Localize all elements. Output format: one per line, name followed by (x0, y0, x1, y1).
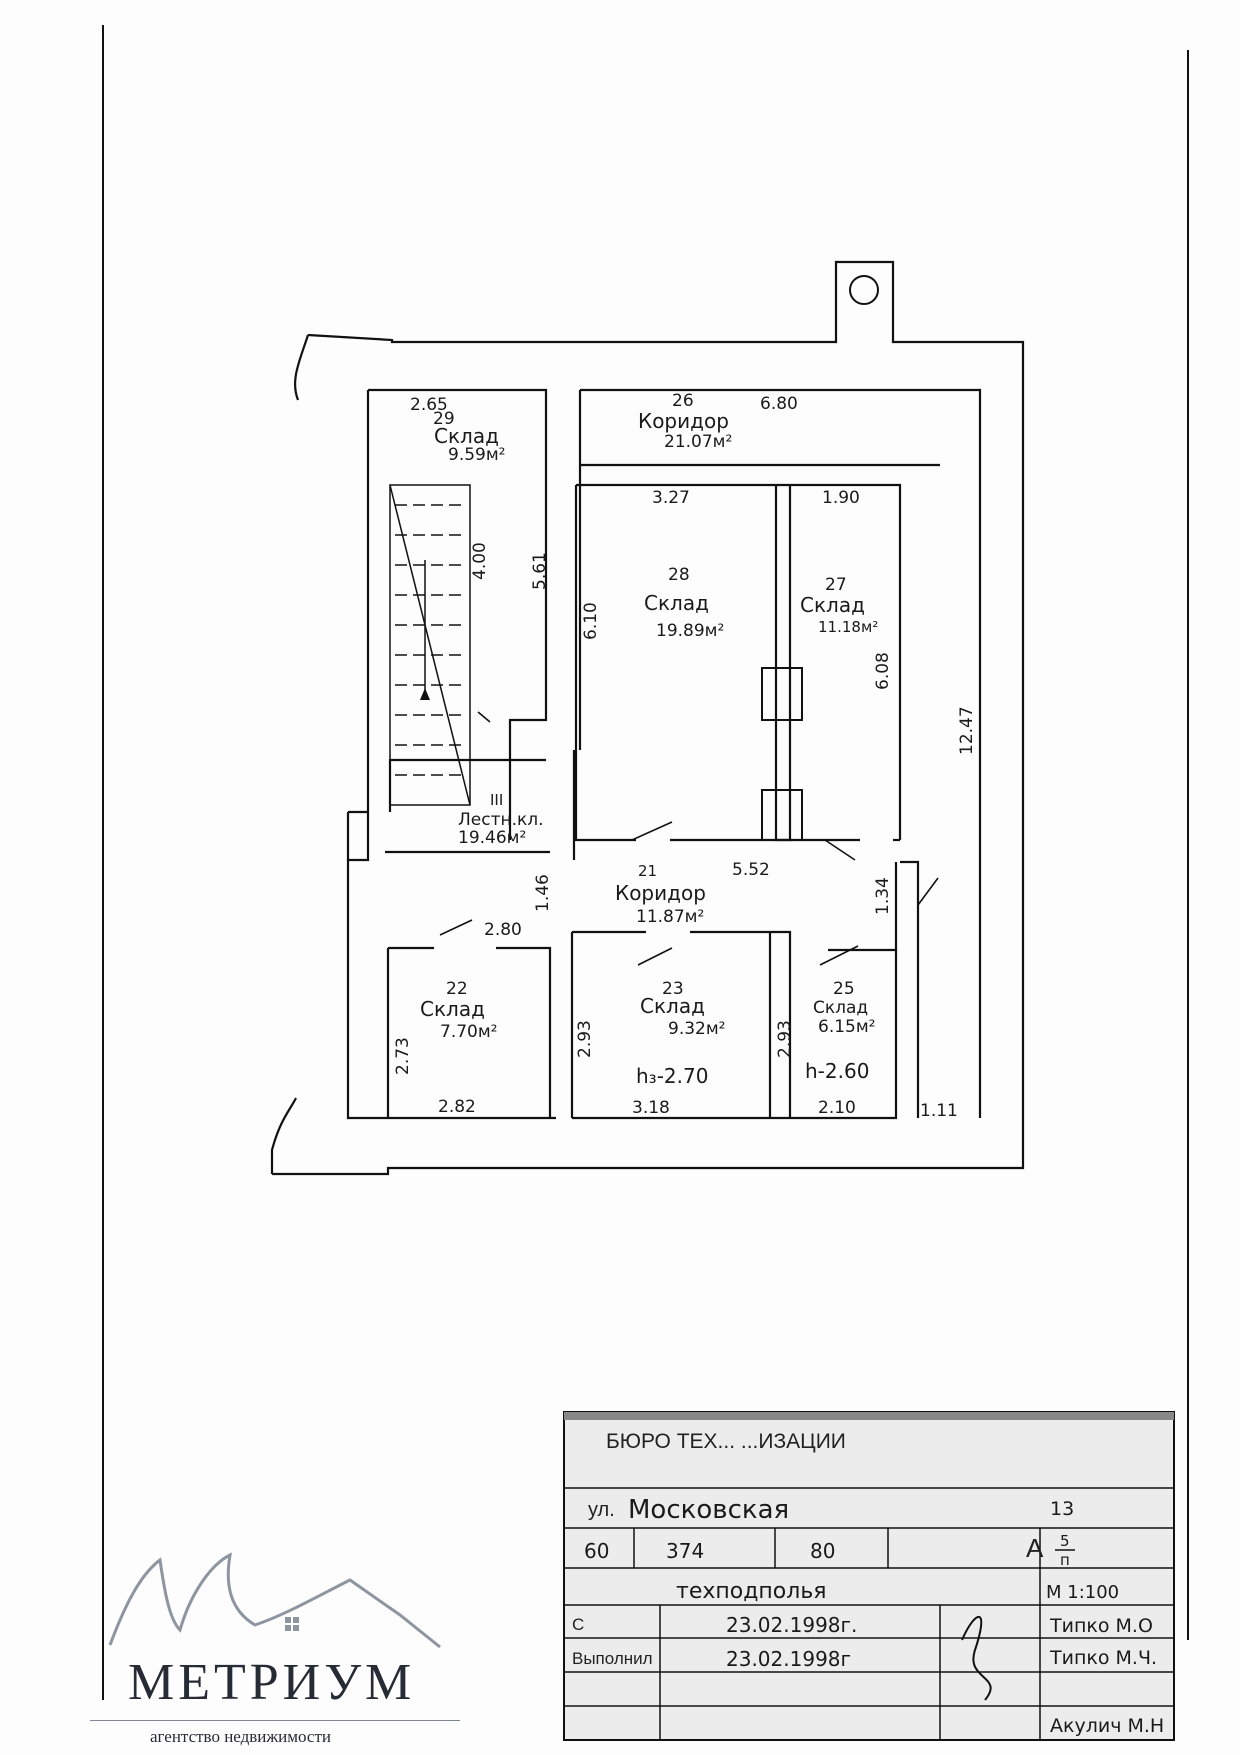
staircase (389, 484, 471, 806)
room25-area: 6.15м² (818, 1017, 876, 1037)
room25-height: h-2.60 (805, 1059, 869, 1083)
stamp-row-s-label: С (572, 1615, 584, 1634)
chimney-icon (849, 275, 879, 305)
room27-area: 11.18м² (818, 618, 878, 636)
room26-number: 26 (672, 391, 694, 411)
room28-dim-top: 3.27 (652, 488, 690, 508)
room29-number: 29 (433, 409, 455, 429)
stair-arrow-icon (420, 688, 430, 700)
room23-area: 9.32м² (668, 1019, 726, 1039)
stamp-street-prefix: ул. (588, 1499, 615, 1521)
stamp-fraction-top: 5 (1060, 1532, 1070, 1550)
stamp-name-2: Типко М.Ч. (1049, 1647, 1157, 1669)
room22-dim-bottom: 2.82 (438, 1097, 476, 1117)
stairwell-area: 19.46м² (458, 828, 526, 848)
room21-number: 21 (638, 862, 657, 880)
room23-number: 23 (662, 979, 684, 999)
stamp-row-v-label: Выполнил (572, 1649, 653, 1668)
outer-length-dim: 12.47 (957, 706, 977, 755)
corridor-width-1: 1.46 (533, 874, 553, 912)
logo-divider (90, 1720, 460, 1721)
room26-dim-top: 6.80 (760, 394, 798, 414)
stamp-house: 13 (1050, 1498, 1074, 1520)
room22-number: 22 (446, 979, 468, 999)
room27-number: 27 (825, 575, 847, 595)
door-swings (439, 711, 939, 966)
stamp-scale: М 1:100 (1046, 1582, 1119, 1603)
logo-roof-icon (108, 1552, 441, 1649)
room27-dim-top: 1.90 (822, 488, 860, 508)
stamp-code-1: 60 (584, 1539, 609, 1563)
stamp-date-1: 23.02.1998г. (726, 1613, 857, 1637)
room29-dim-top: 2.65 (410, 395, 448, 415)
room22-name: Склад (420, 997, 485, 1021)
stamp-litera: А (1026, 1533, 1044, 1563)
stairwell-number: III (490, 791, 503, 809)
stamp-date-2: 23.02.1998г (726, 1647, 851, 1671)
room23-height: h₃-2.70 (636, 1064, 708, 1088)
door-width-dim: 2.80 (484, 920, 522, 940)
logo-name: МЕТРИУМ (128, 1654, 416, 1711)
room25-dim-bottom: 2.10 (818, 1098, 856, 1118)
outer-walls (270, 260, 1025, 1176)
stamp-street: Московская (628, 1495, 789, 1525)
room23-dim-bottom: 3.18 (632, 1098, 670, 1118)
room21-area: 11.87м² (636, 907, 704, 927)
stair-length-dim: 4.00 (470, 542, 490, 580)
room21-dim-top: 5.52 (732, 860, 770, 880)
title-stamp (563, 1411, 1175, 1741)
room26-name: Коридор (638, 409, 729, 433)
room29-area: 9.59м² (448, 445, 506, 465)
agency-logo: МЕТРИУМ агентство недвижимости (80, 1535, 480, 1750)
room23-side-dim: 2.93 (575, 1020, 595, 1058)
room29-length-dim: 5.61 (530, 552, 550, 590)
room29-name: Склад (434, 424, 499, 448)
pillar-2 (761, 789, 803, 841)
stairwell-name: Лестн.кл. (458, 810, 544, 830)
stamp-signature (961, 1615, 992, 1701)
room28-number: 28 (668, 565, 690, 585)
stamp-name-3: Акулич М.Н (1050, 1715, 1164, 1737)
room27-side-dim: 6.08 (873, 652, 893, 690)
corridor-width-2: 1.34 (873, 877, 893, 915)
pillar-1 (761, 667, 803, 721)
room28-area: 19.89м² (656, 621, 724, 641)
stamp-name-1: Типко М.О (1049, 1615, 1153, 1637)
room27-name: Склад (800, 593, 865, 617)
room23-name: Склад (640, 994, 705, 1018)
room21-name: Коридор (615, 881, 706, 905)
room25-side-dim: 2.93 (775, 1020, 795, 1058)
stamp-floor: техподполья (676, 1579, 827, 1604)
room25-name: Склад (813, 998, 868, 1018)
stamp-code-2: 374 (666, 1539, 704, 1563)
stamp-code-3: 80 (810, 1539, 835, 1563)
room28-name: Склад (644, 591, 709, 615)
room26-area: 21.07м² (664, 432, 732, 452)
room28-side-dim: 6.10 (581, 602, 601, 640)
logo-subtitle: агентство недвижимости (150, 1727, 331, 1746)
room22-area: 7.70м² (440, 1022, 498, 1042)
stamp-fraction-bottom: п (1060, 1551, 1070, 1569)
room25-number: 25 (833, 979, 855, 999)
last-width-dim: 1.11 (920, 1101, 958, 1121)
stamp-bureau: БЮРО ТЕХ... ...ИЗАЦИИ (606, 1430, 846, 1453)
room22-side-dim: 2.73 (393, 1037, 413, 1075)
